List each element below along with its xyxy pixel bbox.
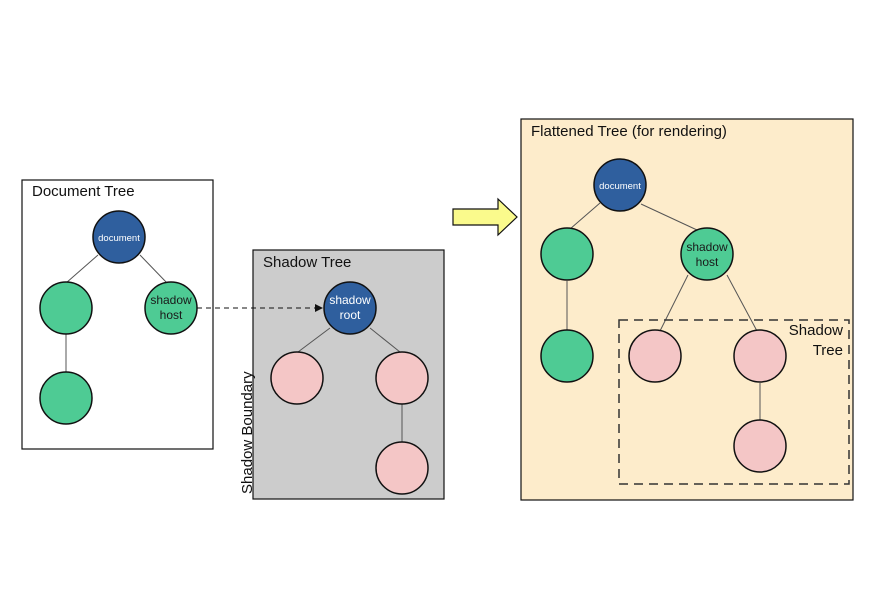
shadow-child-node [733,419,787,473]
shadow-root-label-line2: root [340,308,361,322]
element-node [540,329,594,383]
shadow-child-node [375,351,429,405]
document-node [593,158,647,212]
document-node-label: document [599,181,641,192]
flattened-tree-title: Flattened Tree (for rendering) [531,123,727,140]
shadow-host-label-line1: shadow [686,240,728,254]
shadow-root-label-line1: shadow [329,293,371,307]
edge [569,202,601,230]
edge [659,274,689,332]
shadow-child-node [375,441,429,495]
shadow-tree-title: Shadow Tree [263,254,351,271]
edge [65,254,99,284]
flattened-tree-panel: Flattened Tree (for rendering) Shadow Tr… [520,118,854,501]
shadow-host-label-line2: host [160,308,183,322]
shadow-boundary-label: Shadow Boundary [239,371,256,494]
element-node [39,281,93,335]
document-tree-title: Document Tree [32,183,135,200]
document-node-label: document [98,233,140,244]
shadow-region-label-line1: Shadow [789,322,843,339]
shadow-region-label-line2: Tree [813,342,843,359]
flattened-tree-frame [520,118,854,501]
document-tree-panel: Document Tree document shadow host [21,179,214,450]
shadow-child-node [270,351,324,405]
shadow-tree-region [618,319,850,485]
edge [640,203,698,231]
edge [726,274,758,332]
edge [139,254,168,284]
shadow-tree-panel: Shadow Tree Shadow Boundary shadow root [239,249,445,500]
shadow-host-label-line1: shadow [150,293,192,307]
document-node [92,210,146,264]
transform-arrow-icon [452,197,518,237]
shadow-host-label-line2: host [696,255,719,269]
shadow-child-node [733,329,787,383]
edge [369,327,401,353]
element-node [39,371,93,425]
edge [297,327,331,353]
shadow-host-node [680,227,734,281]
element-node [540,227,594,281]
shadow-child-node [628,329,682,383]
shadow-root-node [323,281,377,335]
